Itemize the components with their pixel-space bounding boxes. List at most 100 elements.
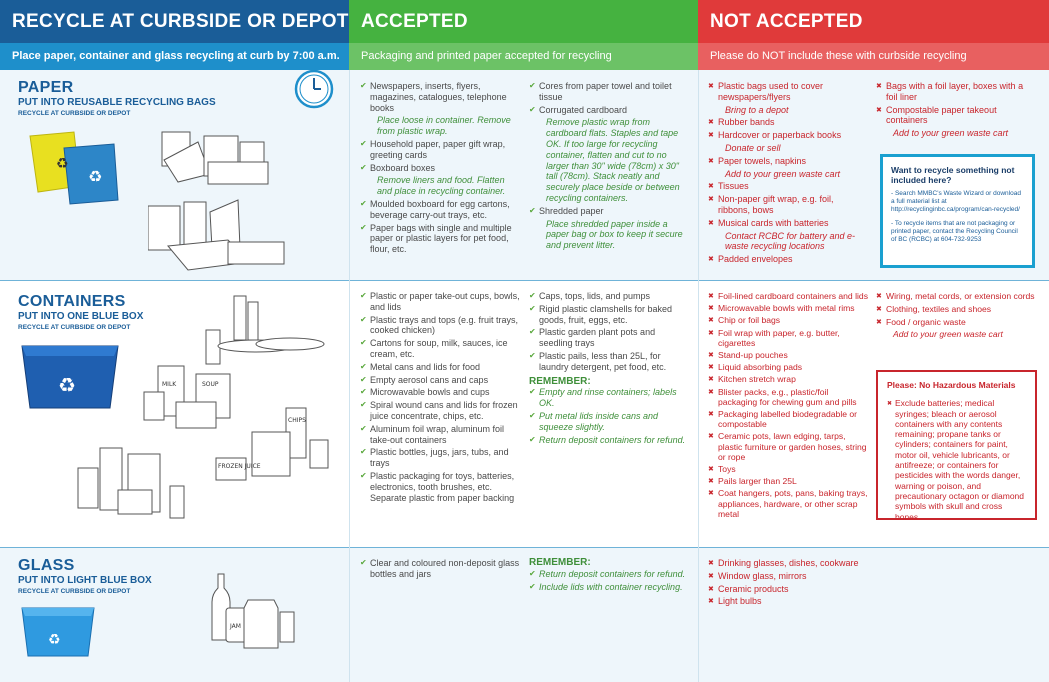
subheader-curbside: Place paper, container and glass recycli… <box>0 43 349 70</box>
paper-not-accepted-col1: ✖Plastic bags used to cover newspapers/f… <box>708 81 868 267</box>
item-note: Donate or sell <box>725 142 781 153</box>
list-item: ✔Clear and coloured non-deposit glass bo… <box>360 558 520 579</box>
containers-accepted-col2: ✔Caps, tops, lids, and pumps ✔Rigid plas… <box>529 291 689 447</box>
glass-items-icon: JAM <box>211 573 295 649</box>
list-item: ✔Plastic bottles, jugs, jars, tubs, and … <box>360 447 509 469</box>
paper-items-icon <box>148 131 285 271</box>
list-item: ✔Cartons for soup, milk, sauces, ice cre… <box>360 338 508 359</box>
containers-note: RECYCLE AT CURBSIDE OR DEPOT <box>18 324 131 331</box>
remember-item: ✔Include lids with container recycling. <box>529 581 683 592</box>
light-blue-box-icon: ♻ <box>21 607 95 657</box>
glass-note: RECYCLE AT CURBSIDE OR DEPOT <box>18 588 131 595</box>
paper-accepted-col1: ✔Newspapers, inserts, flyers, magazines,… <box>360 81 520 257</box>
list-item: ✖Musical cards with batteries <box>708 217 829 228</box>
list-item: ✔Corrugated cardboard <box>529 104 628 115</box>
list-item: ✔Empty aerosol cans and caps <box>360 374 489 385</box>
info-box: Want to recycle something not included h… <box>880 154 1035 268</box>
list-item: ✖Bags with a foil layer, boxes with a fo… <box>876 81 1024 102</box>
containers-heading: CONTAINERS PUT INTO ONE BLUE BOX RECYCLE… <box>18 293 143 332</box>
remember-item: ✔Empty and rinse containers; labels OK. <box>529 387 677 409</box>
list-item: ✔Rigid plastic clamshells for baked good… <box>529 303 673 325</box>
item-note: Add to your green waste cart <box>725 168 841 179</box>
clock-icon <box>294 69 334 109</box>
list-item: ✔Newspapers, inserts, flyers, magazines,… <box>360 81 507 113</box>
list-item: ✖Paper towels, napkins <box>708 155 807 166</box>
containers-not-accepted-col1: ✖Foil-lined cardboard containers and lid… <box>708 291 868 521</box>
list-item: ✖Blister packs, e.g., plastic/foil packa… <box>708 386 857 407</box>
item-note: Place shredded paper inside a paper bag … <box>546 218 683 251</box>
hazard-box: Please: No Hazardous Materials ✖Exclude … <box>876 370 1037 522</box>
info-box-title: Want to recycle something not included h… <box>891 165 1015 185</box>
list-item: ✖Tissues <box>708 181 749 192</box>
header-not-accepted-title: NOT ACCEPTED <box>710 11 863 32</box>
list-item: ✔Plastic garden plant pots and seedling … <box>529 327 656 349</box>
list-item: ✖Light bulbs <box>708 596 762 607</box>
glass-subtitle: PUT INTO LIGHT BLUE BOX <box>18 575 152 586</box>
hazard-box-item: ✖Exclude batteries; medical syringes; bl… <box>887 398 1024 522</box>
info-box-line: - To recycle items that are not packagin… <box>891 220 1018 243</box>
item-note: Add to your green waste cart <box>893 128 1009 139</box>
header-curbside: RECYCLE AT CURBSIDE OR DEPOT <box>0 0 349 43</box>
glass-band <box>0 548 1049 682</box>
info-box-line: - Search MMBC's Waste Wizard or download… <box>891 190 1021 213</box>
list-item: ✔Caps, tops, lids, and pumps <box>529 291 651 301</box>
list-item: ✔Household paper, paper gift wrap, greet… <box>360 138 506 160</box>
paper-not-accepted-col2: ✖Bags with a foil layer, boxes with a fo… <box>876 81 1036 141</box>
list-item: ✖Foil wrap with paper, e.g. butter, ciga… <box>708 327 840 348</box>
list-item: ✔Paper bags with single and multiple pap… <box>360 222 512 255</box>
list-item: ✖Padded envelopes <box>708 254 793 265</box>
list-item: ✖Liquid absorbing pads <box>708 362 803 373</box>
item-note: Remove liners and food. Flatten and plac… <box>377 175 506 197</box>
header-curbside-title: RECYCLE AT CURBSIDE OR DEPOT <box>12 11 349 32</box>
svg-text:♻: ♻ <box>88 167 102 186</box>
remember-title: REMEMBER: <box>529 375 591 387</box>
list-item: ✖Hardcover or paperback books <box>708 130 842 141</box>
paper-title: PAPER <box>18 79 74 96</box>
remember-item: ✔Return deposit containers for refund. <box>529 434 686 445</box>
glass-title: GLASS <box>18 557 75 574</box>
containers-not-accepted-col2: ✖Wiring, metal cords, or extension cords… <box>876 291 1041 342</box>
divider <box>0 280 1049 281</box>
list-item: ✖Ceramic products <box>708 583 789 594</box>
svg-text:♻: ♻ <box>56 156 69 172</box>
list-item: ✔Aluminum foil wrap, aluminum foil take-… <box>360 423 505 445</box>
hazard-box-title: Please: No Hazardous Materials <box>887 380 1016 390</box>
list-item: ✖Chip or foil bags <box>708 315 781 326</box>
list-item: ✔Boxboard boxes <box>360 162 436 173</box>
list-item: ✔Metal cans and lids for food <box>360 361 481 372</box>
list-item: ✖Stand-up pouches <box>708 350 788 361</box>
list-item: ✖Pails larger than 25L <box>708 476 797 487</box>
list-item: ✖Packaging labelled biodegradable or com… <box>708 409 858 430</box>
svg-text:♻: ♻ <box>58 373 76 397</box>
subheader-accepted: Packaging and printed paper accepted for… <box>349 43 698 70</box>
list-item: ✔Plastic trays and tops (e.g. fruit tray… <box>360 314 519 336</box>
list-item: ✖Kitchen stretch wrap <box>708 374 796 385</box>
container-items-icon: MILK SOUP CHIPS FROZEN JUICE <box>77 295 329 519</box>
list-item: ✔Cores from paper towel and toilet tissu… <box>529 81 672 102</box>
image-label: JAM <box>229 623 241 630</box>
paper-subtitle: PUT INTO REUSABLE RECYCLING BAGS <box>18 97 216 108</box>
list-item: ✖Drinking glasses, dishes, cookware <box>708 558 859 568</box>
list-item: ✖Window glass, mirrors <box>708 570 807 581</box>
list-item: ✔Plastic pails, less than 25L, for laund… <box>529 350 667 372</box>
divider <box>0 547 1049 548</box>
containers-subtitle: PUT INTO ONE BLUE BOX <box>18 311 144 322</box>
list-item: ✖Clothing, textiles and shoes <box>876 303 992 314</box>
item-note: Bring to a depot <box>725 104 789 115</box>
header-accepted: ACCEPTED <box>349 0 698 43</box>
recycling-bags-icon: ♻ ♻ <box>29 131 119 205</box>
glass-heading: GLASS PUT INTO LIGHT BLUE BOX RECYCLE AT… <box>18 557 152 596</box>
paper-accepted-col2: ✔Cores from paper towel and toilet tissu… <box>529 81 689 253</box>
list-item: ✔Spiral wound cans and lids for frozen j… <box>360 400 518 421</box>
list-item: ✖Coat hangers, pots, pans, baking trays,… <box>708 488 868 519</box>
list-item: ✔Moulded boxboard for egg cartons, bever… <box>360 198 510 220</box>
remember-item: ✔Return deposit containers for refund. <box>529 568 686 579</box>
header-accepted-title: ACCEPTED <box>361 11 468 32</box>
list-item: ✖Foil-lined cardboard containers and lid… <box>708 291 868 301</box>
header-not-accepted: NOT ACCEPTED <box>698 0 1049 43</box>
svg-text:♻: ♻ <box>48 632 61 648</box>
list-item: ✖Compostable paper takeout containers <box>876 104 997 126</box>
list-item: ✖Rubber bands <box>708 117 775 128</box>
paper-heading: PAPER PUT INTO REUSABLE RECYCLING BAGS R… <box>18 79 216 118</box>
image-label: CHIPS <box>288 417 306 424</box>
